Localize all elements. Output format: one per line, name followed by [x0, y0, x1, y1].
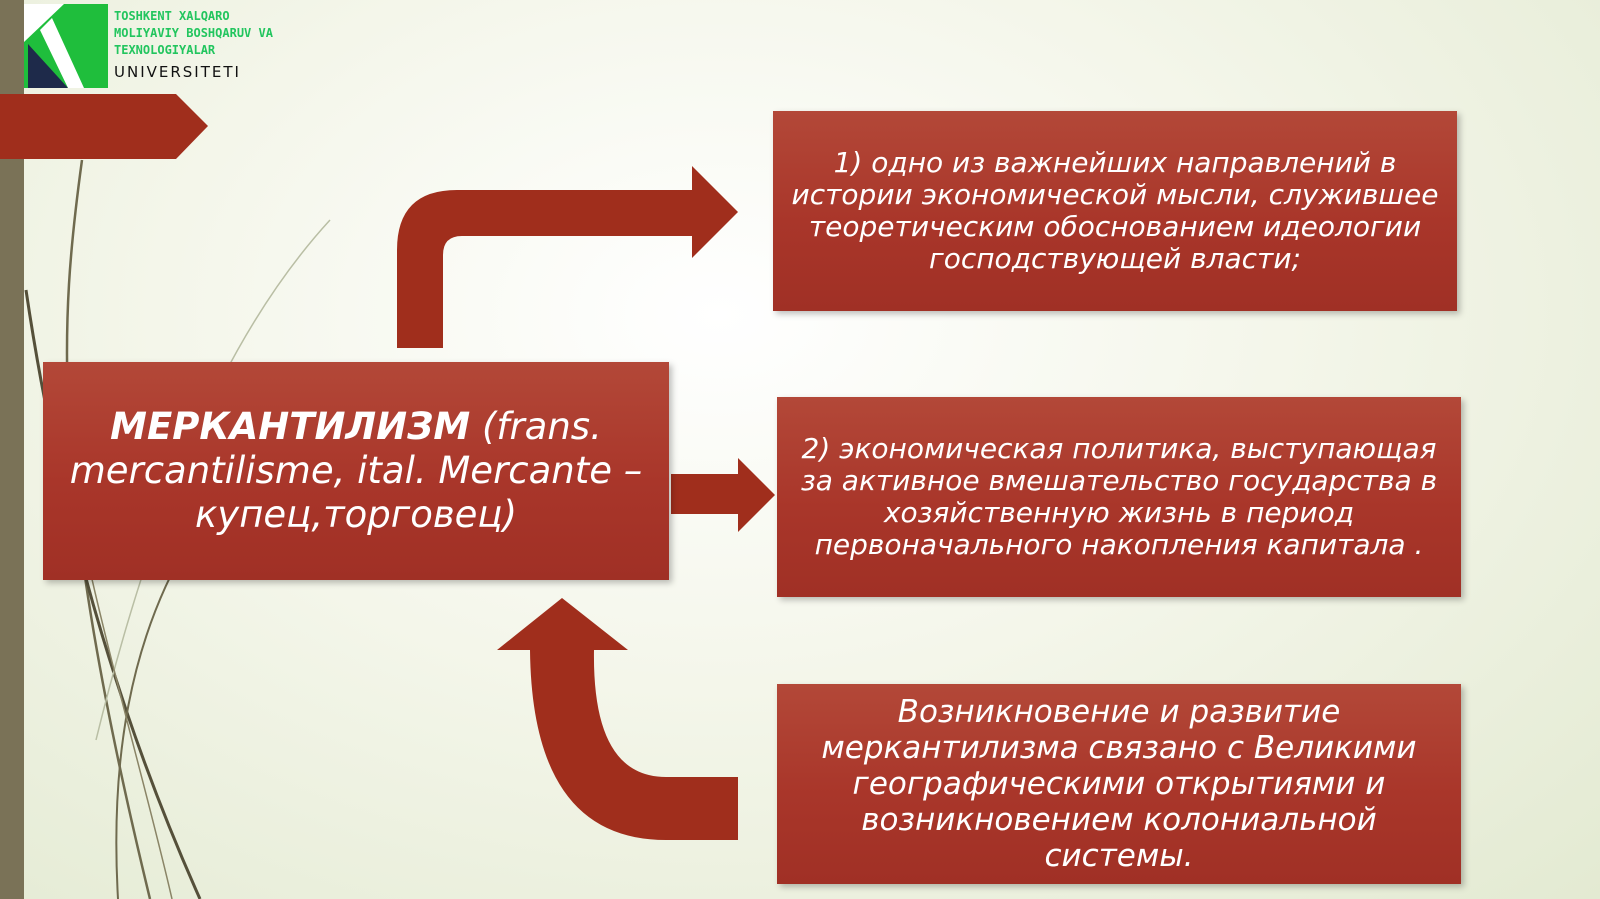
definition-box-2: 2) экономическая политика, выступающая з… — [777, 397, 1461, 597]
main-concept-box: МЕРКАНТИЛИЗМ (frans. mercantilisme, ital… — [43, 362, 669, 580]
arrow-up-right — [397, 166, 738, 348]
university-logo: TOSHKENT XALQARO MOLIYAVIY BOSHQARUV VA … — [24, 4, 274, 88]
logo-text: TOSHKENT XALQARO MOLIYAVIY BOSHQARUV VA … — [114, 4, 273, 81]
main-concept-text: МЕРКАНТИЛИЗМ (frans. mercantilisme, ital… — [67, 405, 645, 537]
main-term: МЕРКАНТИЛИЗМ — [110, 405, 471, 448]
grass-stroke-2 — [24, 289, 202, 899]
university-logo-icon — [24, 4, 108, 88]
origin-note-text: Возникновение и развитие меркантилизма с… — [821, 694, 1417, 874]
definition-1-text: 1) одно из важнейших направлений в истор… — [791, 146, 1439, 275]
arrow-right — [671, 458, 775, 532]
logo-line-2: MOLIYAVIY BOSHQARUV VA — [114, 26, 273, 40]
arrow-curved-up — [497, 598, 738, 840]
title-banner-arrow — [0, 94, 208, 159]
definition-2-text: 2) экономическая политика, выступающая з… — [800, 432, 1438, 561]
main-etymology: (frans. mercantilisme, ital. Mercante – … — [69, 405, 643, 536]
logo-line-4: UNIVERSITETI — [114, 63, 241, 81]
definition-box-1: 1) одно из важнейших направлений в истор… — [773, 111, 1457, 311]
grass-stroke-3 — [115, 539, 191, 899]
origin-note-box: Возникновение и развитие меркантилизма с… — [777, 684, 1461, 884]
logo-line-1: TOSHKENT XALQARO — [114, 9, 230, 23]
logo-line-3: TEXNOLOGIYALAR — [114, 43, 216, 57]
